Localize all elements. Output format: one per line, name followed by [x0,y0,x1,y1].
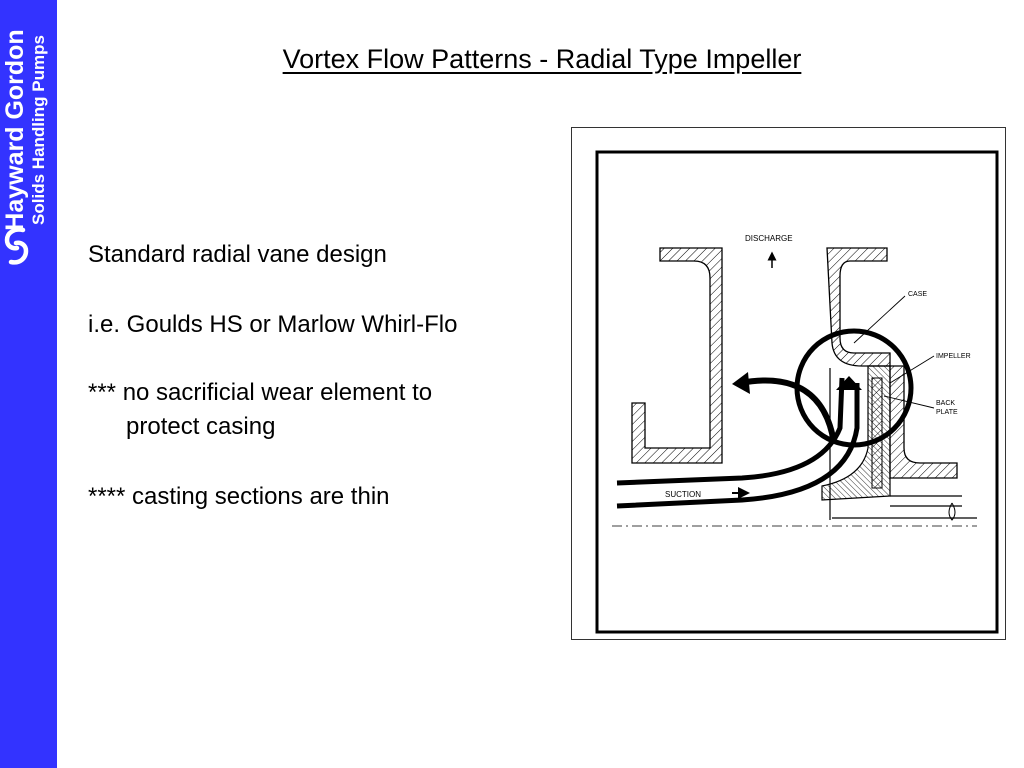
bullet-line: **** casting sections are thin [88,483,390,510]
label-impeller: IMPELLER [936,353,971,360]
bullet-line: Standard radial vane design [88,241,387,268]
wear-area-circle [794,328,914,448]
pump-diagram: DISCHARGE CASE IMPELLER BACK PLATE SUCTI… [595,150,999,634]
slide-title-text: Vortex Flow Patterns - Radial Type Impel… [282,44,802,74]
label-discharge: DISCHARGE [745,234,793,243]
bullet-line: *** no sacrificial wear element to [88,379,433,406]
figure-inner-frame [595,150,999,634]
brand-sidebar: Hayward Gordon Solids Handling Pumps [0,0,57,768]
brand-block: Hayward Gordon Solids Handling Pumps [0,0,57,265]
bullet-line-continued: protect casing [126,413,276,440]
back-plate [871,377,883,489]
casing-right-wall [826,247,891,367]
pump-diagram-figure: DISCHARGE CASE IMPELLER BACK PLATE SUCTI… [571,127,1006,640]
brand-tagline: Solids Handling Pumps [29,35,48,225]
brand-name: Hayward Gordon [1,29,29,231]
suction-flow-arrow [616,377,845,486]
brand-text: Hayward Gordon Solids Handling Pumps [1,0,54,260]
label-plate: PLATE [936,409,958,416]
hg-logo-icon [4,227,29,265]
casing-lower-flange [889,365,958,479]
bullet-line: i.e. Goulds HS or Marlow Whirl-Flo [88,311,458,338]
label-case: CASE [908,291,927,298]
label-suction: SUCTION [665,490,701,499]
label-back: BACK [936,400,955,407]
casing-left-wall [631,247,723,464]
slide-title: Vortex Flow Patterns - Radial Type Impel… [150,42,934,76]
vortex-return-arrow [739,377,837,444]
